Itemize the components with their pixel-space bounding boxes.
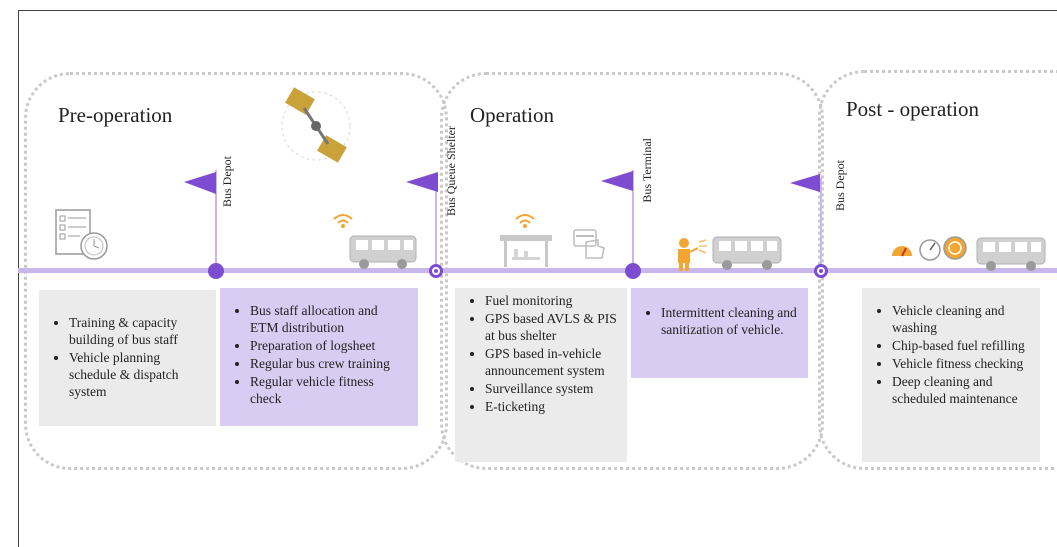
- wifi-icon: [333, 214, 353, 228]
- label-bus-depot-2: Bus Depot: [833, 160, 847, 211]
- list-item: Surveillance system: [485, 380, 617, 397]
- timeline-stop-bus-terminal: [625, 263, 641, 279]
- activity-list: Vehicle cleaning and washing Chip-based …: [872, 302, 1030, 407]
- list-item: GPS based AVLS & PIS at bus shelter: [485, 310, 617, 344]
- checklist-clock-icon: [55, 209, 108, 260]
- activity-box-pre-operation: Training & capacity building of bus staf…: [39, 290, 216, 426]
- list-item: Training & capacity building of bus staf…: [69, 314, 206, 348]
- label-bus-terminal: Bus Terminal: [640, 138, 654, 203]
- list-item: Regular vehicle fitness check: [250, 373, 408, 407]
- list-item: Bus staff allocation and ETM distributio…: [250, 302, 408, 336]
- flag-icon: [406, 172, 438, 192]
- phase-title-pre-operation: Pre-operation: [58, 103, 173, 127]
- list-item: Intermittent cleaning and sanitization o…: [661, 304, 798, 338]
- list-item: Vehicle fitness checking: [892, 355, 1030, 372]
- timeline: [18, 268, 1057, 273]
- activity-list: Training & capacity building of bus staf…: [49, 314, 206, 400]
- timeline-stop-bus-depot-1: [208, 263, 224, 279]
- flag-pole-bus-depot-2: [820, 178, 822, 270]
- label-bus-depot-1: Bus Depot: [220, 156, 234, 207]
- bus-shelter-icon: [500, 235, 552, 267]
- list-item: Vehicle cleaning and washing: [892, 302, 1030, 336]
- list-item: GPS based in-vehicle announcement system: [485, 345, 617, 379]
- card-tap-icon: [573, 229, 605, 259]
- figure-frame: [18, 10, 1057, 547]
- wifi-icon: [515, 214, 535, 228]
- activity-box-post-operation: Vehicle cleaning and washing Chip-based …: [862, 288, 1040, 462]
- bus-icon: [712, 236, 782, 270]
- flag-pole-bus-depot-1: [215, 170, 217, 270]
- cleaning-person-icon: [678, 238, 707, 271]
- bus-icon: [976, 237, 1046, 271]
- timeline-stop-bus-depot-2: [814, 264, 828, 278]
- flag-icon: [184, 172, 216, 194]
- list-item: Deep cleaning and scheduled maintenance: [892, 373, 1030, 407]
- activity-list: Bus staff allocation and ETM distributio…: [230, 302, 408, 407]
- list-item: Regular bus crew training: [250, 355, 408, 372]
- label-bus-queue-shelter: Bus Queue Shelter: [444, 126, 458, 216]
- activity-box-bus-depot: Bus staff allocation and ETM distributio…: [220, 288, 418, 426]
- list-item: Vehicle planning schedule & dispatch sys…: [69, 349, 206, 400]
- timeline-stop-bus-queue-shelter: [429, 264, 443, 278]
- activity-list: Intermittent cleaning and sanitization o…: [641, 304, 798, 338]
- activity-list: Fuel monitoring GPS based AVLS & PIS at …: [465, 292, 617, 415]
- satellite-icon: [281, 87, 351, 163]
- flag-pole-bus-queue-shelter: [435, 175, 437, 270]
- flag-icon: [601, 171, 633, 191]
- list-item: Chip-based fuel refilling: [892, 337, 1030, 354]
- activity-box-bus-terminal: Intermittent cleaning and sanitization o…: [631, 288, 808, 378]
- flag-icon: [790, 174, 820, 192]
- phase-title-post-operation: Post - operation: [846, 97, 979, 121]
- flag-pole-bus-terminal: [632, 170, 634, 270]
- list-item: Fuel monitoring: [485, 292, 617, 309]
- gauge-icon: [892, 236, 967, 261]
- phase-title-operation: Operation: [470, 103, 554, 127]
- bus-icon: [349, 235, 417, 269]
- list-item: E-ticketing: [485, 398, 617, 415]
- activity-box-operation: Fuel monitoring GPS based AVLS & PIS at …: [455, 288, 627, 462]
- list-item: Preparation of logsheet: [250, 337, 408, 354]
